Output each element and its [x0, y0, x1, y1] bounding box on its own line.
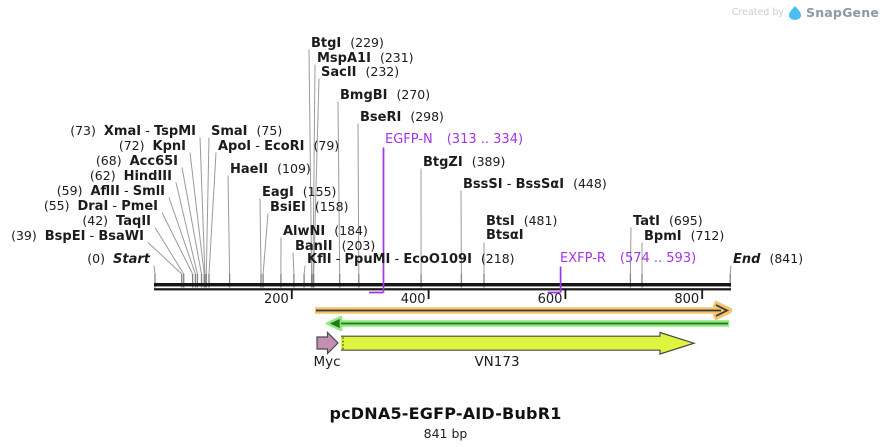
- site-label-taqii[interactable]: (42)TaqII: [82, 213, 151, 229]
- watermark: Created by SnapGene: [732, 5, 879, 20]
- map-length: 841 bp: [423, 426, 468, 441]
- site-label-bspei-bsawi[interactable]: (39)BspEI - BsaWI: [11, 228, 144, 244]
- feature-label-vn173[interactable]: VN173: [474, 354, 520, 370]
- site-label-end[interactable]: End(841): [733, 251, 804, 267]
- site-label-start[interactable]: (0)Start: [87, 251, 150, 267]
- site-label-haeii[interactable]: HaeII(109): [230, 161, 311, 177]
- site-label-smai[interactable]: SmaI(75): [211, 123, 283, 139]
- site-label-apoi-ecori[interactable]: ApoI - EcoRI(79): [218, 138, 340, 154]
- reverse-green-arrow: [325, 315, 729, 332]
- site-label-bmgbi[interactable]: BmgBI(270): [340, 87, 431, 103]
- site-label-bts-i[interactable]: BtsαI: [486, 228, 524, 243]
- watermark-brand: SnapGene: [806, 5, 879, 20]
- primer-label-egfp-n[interactable]: EGFP-N(313 .. 334): [385, 132, 524, 147]
- primer-marks: [369, 147, 562, 294]
- site-label-drai-pmei[interactable]: (55)DraI - PmeI: [43, 198, 158, 214]
- site-label-bsssi-bsss-i[interactable]: BssSI - BssSαI(448): [463, 176, 607, 192]
- sequence-line-bottom: [154, 288, 731, 291]
- primer-label-exfp-r[interactable]: EXFP-R(574 .. 593): [560, 251, 697, 266]
- feature-arrow-vn173[interactable]: [341, 331, 696, 355]
- primer-mark-egfp-n: [369, 147, 385, 294]
- site-label-sacii[interactable]: SacII(232): [321, 64, 400, 80]
- site-label-banii[interactable]: BanII(203): [295, 238, 376, 254]
- site-label-acc65i[interactable]: (68)Acc65I: [95, 153, 178, 169]
- site-label-tati[interactable]: TatI(695): [633, 213, 703, 229]
- ruler-label-600: 600: [538, 292, 563, 307]
- site-label-bseri[interactable]: BseRI(298): [360, 109, 444, 125]
- sequence-line: [154, 283, 731, 291]
- leader-lines: [147, 49, 732, 288]
- site-label-kfli-ppumi-ecoo109i[interactable]: KflI - PpuMI - EcoO109I(218): [307, 251, 515, 267]
- ruler-label-800: 800: [674, 292, 699, 307]
- site-label-alwni[interactable]: AlwNI(184): [283, 223, 368, 239]
- feature-label-myc[interactable]: Myc: [313, 354, 341, 370]
- site-label-btsi[interactable]: BtsI(481): [486, 213, 558, 229]
- feature-arrows: [316, 331, 696, 355]
- site-label-xmai-tspmi[interactable]: (73)XmaI - TspMI: [70, 123, 196, 139]
- site-label-kpni[interactable]: (72)KpnI: [118, 138, 186, 154]
- site-label-btgzi[interactable]: BtgZI(389): [423, 154, 506, 170]
- sequence-line-top: [154, 283, 731, 287]
- site-label-hindiii[interactable]: (62)HindIII: [89, 168, 172, 184]
- ruler-label-400: 400: [401, 292, 426, 307]
- site-label-btgi[interactable]: BtgI(229): [311, 35, 384, 51]
- feature-arrow-myc[interactable]: [316, 331, 339, 355]
- site-label-bpmi[interactable]: BpmI(712): [644, 228, 725, 244]
- title-block: pcDNA5-EGFP-AID-BubR1 841 bp: [0, 404, 891, 441]
- watermark-created-by: Created by: [731, 7, 784, 18]
- ruler-label-200: 200: [264, 292, 289, 307]
- site-label-bsiei[interactable]: BsiEI(158): [270, 199, 349, 215]
- alignment-arrows: [315, 300, 733, 332]
- map-title: pcDNA5-EGFP-AID-BubR1: [329, 404, 562, 423]
- site-label-mspa1i[interactable]: MspA1I(231): [317, 50, 414, 66]
- site-label-eagi[interactable]: EagI(155): [262, 184, 337, 200]
- ruler: 200 400 600 800: [264, 290, 704, 307]
- primer-mark-exfp-r: [547, 266, 562, 294]
- forward-orange-arrow: [315, 300, 733, 321]
- snapgene-logo-icon: [789, 5, 801, 20]
- site-label-aflii-smli[interactable]: (59)AflII - SmlI: [56, 183, 165, 199]
